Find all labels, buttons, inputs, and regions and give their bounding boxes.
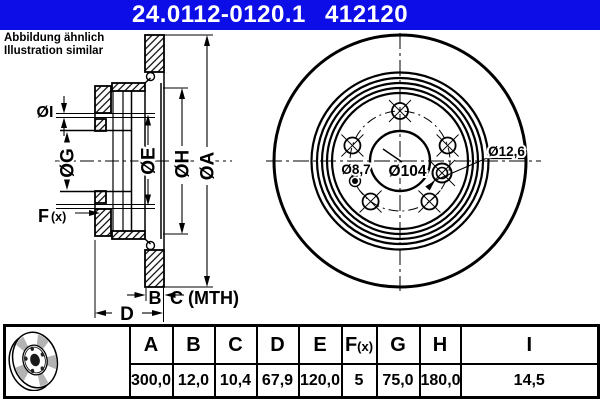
col-header-f: F(x): [340, 324, 378, 365]
label-bolt-count: F: [38, 206, 49, 226]
label-dia-a: ØA: [198, 151, 219, 180]
label-pin-hole-dia: Ø12,6: [488, 144, 525, 159]
label-dia-h: ØH: [173, 150, 194, 179]
col-header-i: I: [459, 324, 600, 365]
relief-groove-top: [145, 71, 156, 82]
small-locating-hole: [348, 174, 362, 188]
col-header-d: D: [255, 324, 300, 365]
part-number: 24.0112-0120.1: [132, 1, 306, 28]
locating-pin-hole: [425, 157, 527, 191]
label-hub-dia: Ø104: [389, 163, 427, 180]
label-height-d: D: [120, 304, 134, 325]
relief-groove-bottom: [145, 240, 156, 251]
label-dia-g: ØG: [58, 148, 79, 178]
section-view: ØA ØH ØE ØG ØI F (x) B C (MTH) D: [35, 34, 239, 327]
value-e: 120,0: [297, 363, 343, 399]
disc-thumbnail-icon: [8, 331, 59, 392]
section-hatched-areas: [94, 34, 165, 288]
hub-radius-line: [382, 148, 403, 163]
label-bolt-count-sub: (x): [51, 210, 66, 224]
label-small-hole-dia: Ø8,7: [341, 162, 370, 177]
value-d: 67,9: [255, 363, 300, 399]
section-dimension-lines: [63, 44, 208, 322]
front-view: Ø12,6 Ø8,7 Ø104: [266, 33, 541, 291]
col-header-c: C: [213, 324, 258, 365]
label-dia-e: ØE: [139, 147, 160, 174]
dimension-table: A B C D E F(x) G H I 300,0 12,0 10,4 67,…: [3, 324, 600, 399]
col-header-h: H: [418, 324, 462, 365]
value-i: 14,5: [459, 363, 600, 399]
header-bar: 24.0112-0120.1 412120: [0, 0, 600, 30]
value-row: 300,0 12,0 10,4 67,9 120,0 5 75,0 180,0 …: [5, 363, 600, 399]
center-lines: [266, 33, 541, 291]
section-dimension-arrows: [61, 35, 210, 316]
label-dia-i: ØI: [37, 104, 54, 121]
label-thickness-b: B: [149, 288, 162, 308]
value-b: 12,0: [171, 363, 216, 399]
value-g: 75,0: [375, 363, 421, 399]
label-min-thickness-c: C (MTH): [170, 288, 239, 308]
col-header-a: A: [128, 324, 174, 365]
bolt-holes: [341, 99, 459, 213]
reference-number: 412120: [325, 1, 409, 28]
value-a: 300,0: [128, 363, 174, 399]
col-header-e: E: [297, 324, 343, 365]
col-header-g: G: [375, 324, 421, 365]
value-c: 10,4: [213, 363, 258, 399]
col-header-b: B: [171, 324, 216, 365]
value-h: 180,0: [418, 363, 462, 399]
note-line-en: Illustration similar: [4, 44, 104, 57]
note-line-de: Abbildung ähnlich: [4, 32, 105, 44]
value-f: 5: [340, 363, 378, 399]
similarity-note: Abbildung ähnlich Illustration similar: [4, 32, 104, 57]
disc-thumbnail-cell: [3, 324, 131, 399]
